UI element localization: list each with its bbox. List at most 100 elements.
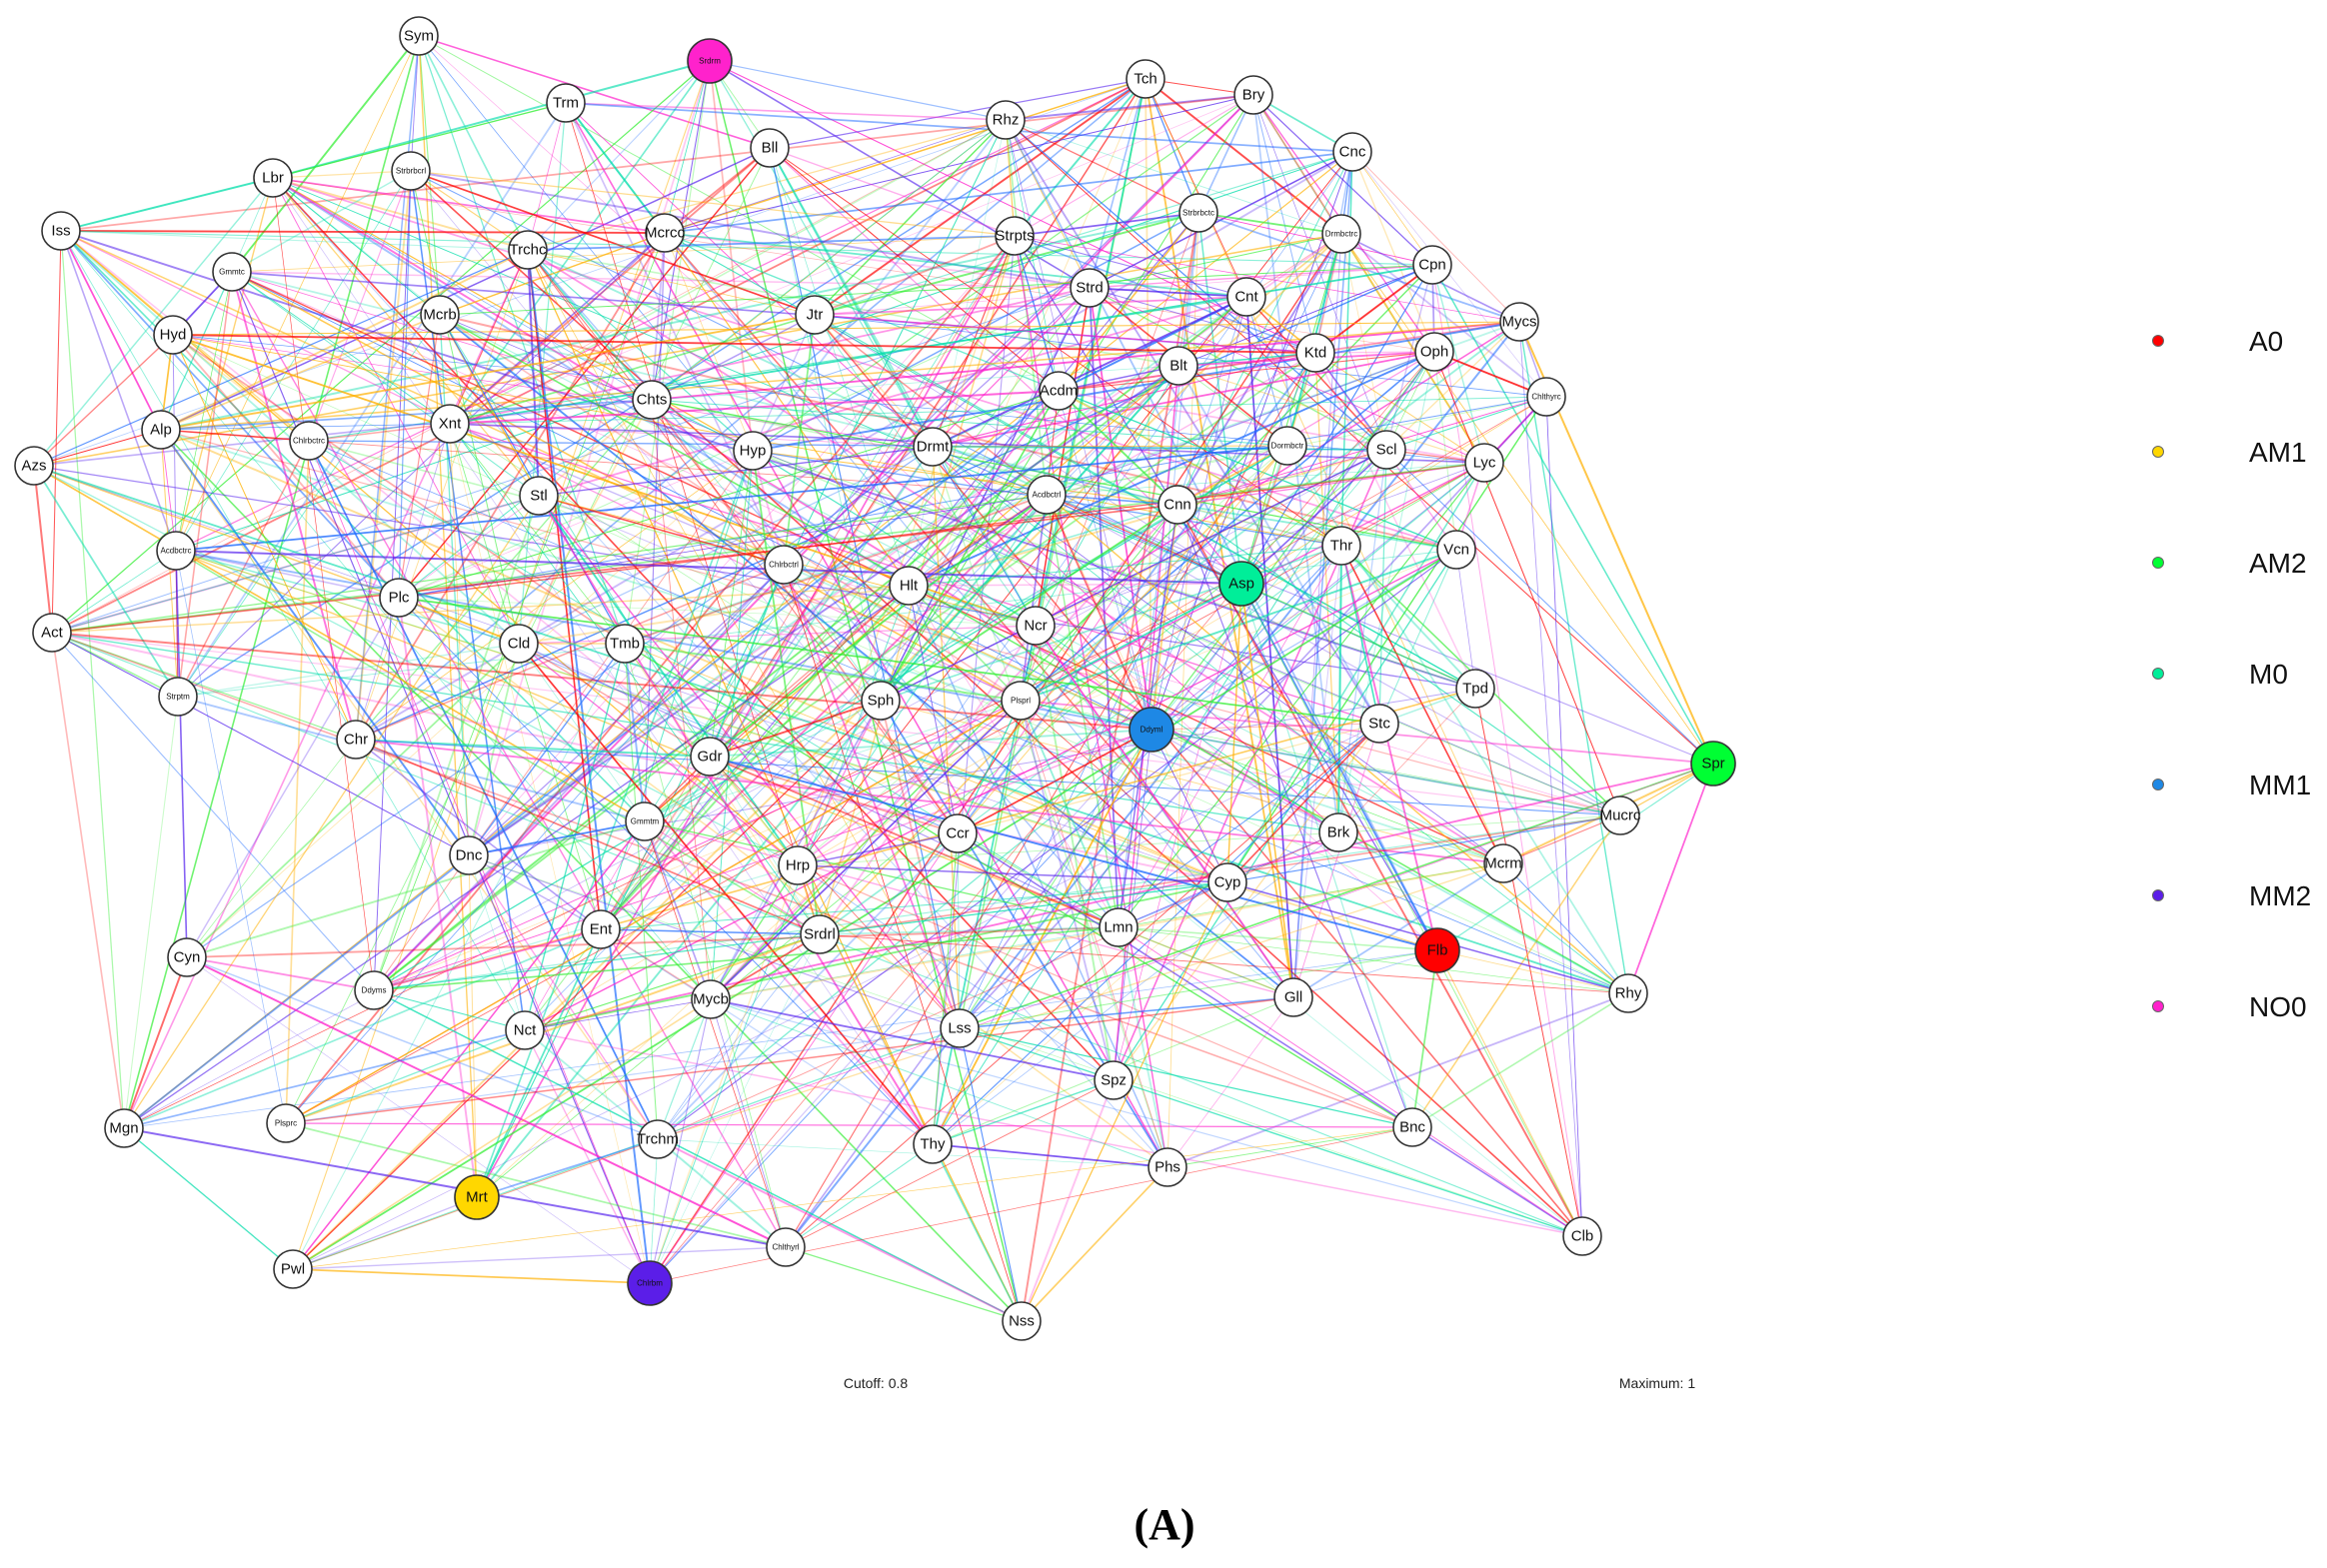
node-circle	[913, 427, 953, 467]
network-edge	[175, 271, 233, 552]
network-edge	[1058, 365, 1179, 392]
network-edge	[932, 881, 1228, 1145]
network-edge	[285, 564, 785, 1124]
network-edge	[1005, 119, 1714, 765]
network-edge	[1176, 504, 1583, 1237]
network-edge	[1240, 583, 1438, 951]
network-edge	[769, 147, 1037, 627]
node-label: Cyn	[174, 949, 201, 966]
legend: A0 AM1 AM2 M0 MM1 MM2 NO0	[2139, 322, 2319, 1022]
node-circle	[1159, 346, 1198, 386]
network-edge	[476, 494, 1048, 1198]
network-edge	[1145, 78, 1294, 998]
network-edge	[33, 177, 274, 467]
network-edge	[1058, 390, 1457, 551]
node-label: Ccr	[946, 825, 969, 842]
node-circle	[1267, 426, 1307, 466]
node-mcrm: Mcrm	[1483, 843, 1523, 883]
network-edge	[1314, 352, 1485, 464]
node-circle	[1126, 59, 1165, 99]
network-edge	[285, 1027, 961, 1124]
network-edge	[752, 450, 1621, 816]
node-circle	[212, 252, 252, 292]
network-edge	[51, 462, 1485, 634]
network-edge	[449, 423, 1485, 464]
node-label: Spr	[1701, 756, 1724, 773]
node-circle	[1233, 75, 1273, 115]
network-edge	[797, 235, 1016, 866]
network-edge	[1431, 264, 1485, 464]
node-label: Bll	[762, 140, 779, 157]
node-label: Gdr	[697, 749, 722, 766]
node-circle	[986, 100, 1026, 140]
network-edge	[1176, 296, 1247, 506]
node-label: Rhy	[1615, 985, 1642, 1002]
network-edge	[398, 314, 441, 599]
node-circle	[605, 624, 645, 664]
network-edge	[932, 352, 1316, 1145]
node-circle	[750, 128, 790, 168]
node-label: Lyc	[1473, 455, 1496, 472]
node-bry: Bry	[1233, 75, 1273, 115]
network-edge	[527, 249, 1179, 367]
network-edge	[160, 249, 529, 431]
network-edge	[1118, 926, 1583, 1237]
network-edge	[518, 643, 711, 758]
network-edge	[644, 820, 787, 1248]
node-label: Thr	[1330, 538, 1353, 555]
node-circle	[167, 937, 207, 977]
network-edge	[449, 423, 651, 1284]
network-edge	[710, 998, 1115, 1081]
network-edge	[657, 1138, 787, 1248]
network-edge	[819, 933, 1629, 994]
node-circle	[691, 979, 731, 1019]
node-label: Acdbctrl	[1033, 491, 1062, 500]
node-azs: Azs	[14, 446, 54, 486]
network-edge	[1337, 545, 1342, 833]
network-edge	[449, 287, 1091, 425]
network-edge	[709, 60, 754, 452]
node-circle	[1455, 669, 1495, 709]
network-edge	[664, 232, 754, 452]
network-edge	[272, 177, 666, 234]
network-edge	[231, 271, 540, 497]
network-edge	[1240, 583, 1476, 690]
network-edge	[649, 864, 799, 1284]
network-edge	[1046, 494, 1242, 585]
network-edge	[814, 119, 1007, 316]
network-edge	[932, 352, 1316, 448]
network-edge	[1020, 351, 1435, 702]
network-edge	[160, 429, 1621, 816]
network-edge	[1089, 287, 1153, 731]
node-circle	[1483, 843, 1523, 883]
network-edge	[880, 545, 1342, 702]
node-circle	[1414, 927, 1460, 973]
node-label: Chr	[344, 732, 368, 749]
network-edge	[709, 729, 1153, 758]
network-edge	[51, 632, 470, 856]
network-edge	[959, 1027, 1583, 1237]
network-edge	[880, 504, 1178, 702]
network-edge	[177, 696, 646, 822]
node-circle	[266, 1103, 306, 1143]
network-edge	[769, 147, 1016, 237]
network-edge	[1197, 212, 1242, 585]
node-circle	[354, 970, 394, 1010]
network-edge	[410, 35, 420, 172]
network-edge	[932, 296, 1247, 448]
network-edge	[292, 549, 1457, 1270]
network-edge	[1176, 396, 1547, 506]
network-edge	[398, 495, 540, 599]
network-edge	[710, 998, 1168, 1168]
network-edge	[649, 351, 1435, 1284]
network-edge	[186, 446, 934, 958]
network-edge	[664, 60, 711, 234]
network-edge	[649, 504, 1178, 1284]
network-edge	[538, 446, 934, 497]
node-mcrb: Mcrb	[420, 295, 460, 335]
network-edge	[908, 352, 1316, 587]
legend-item-mm1: MM1	[2139, 766, 2319, 805]
network-edge	[651, 399, 959, 834]
node-hlt: Hlt	[889, 566, 929, 606]
node-label: Stc	[1368, 716, 1390, 733]
